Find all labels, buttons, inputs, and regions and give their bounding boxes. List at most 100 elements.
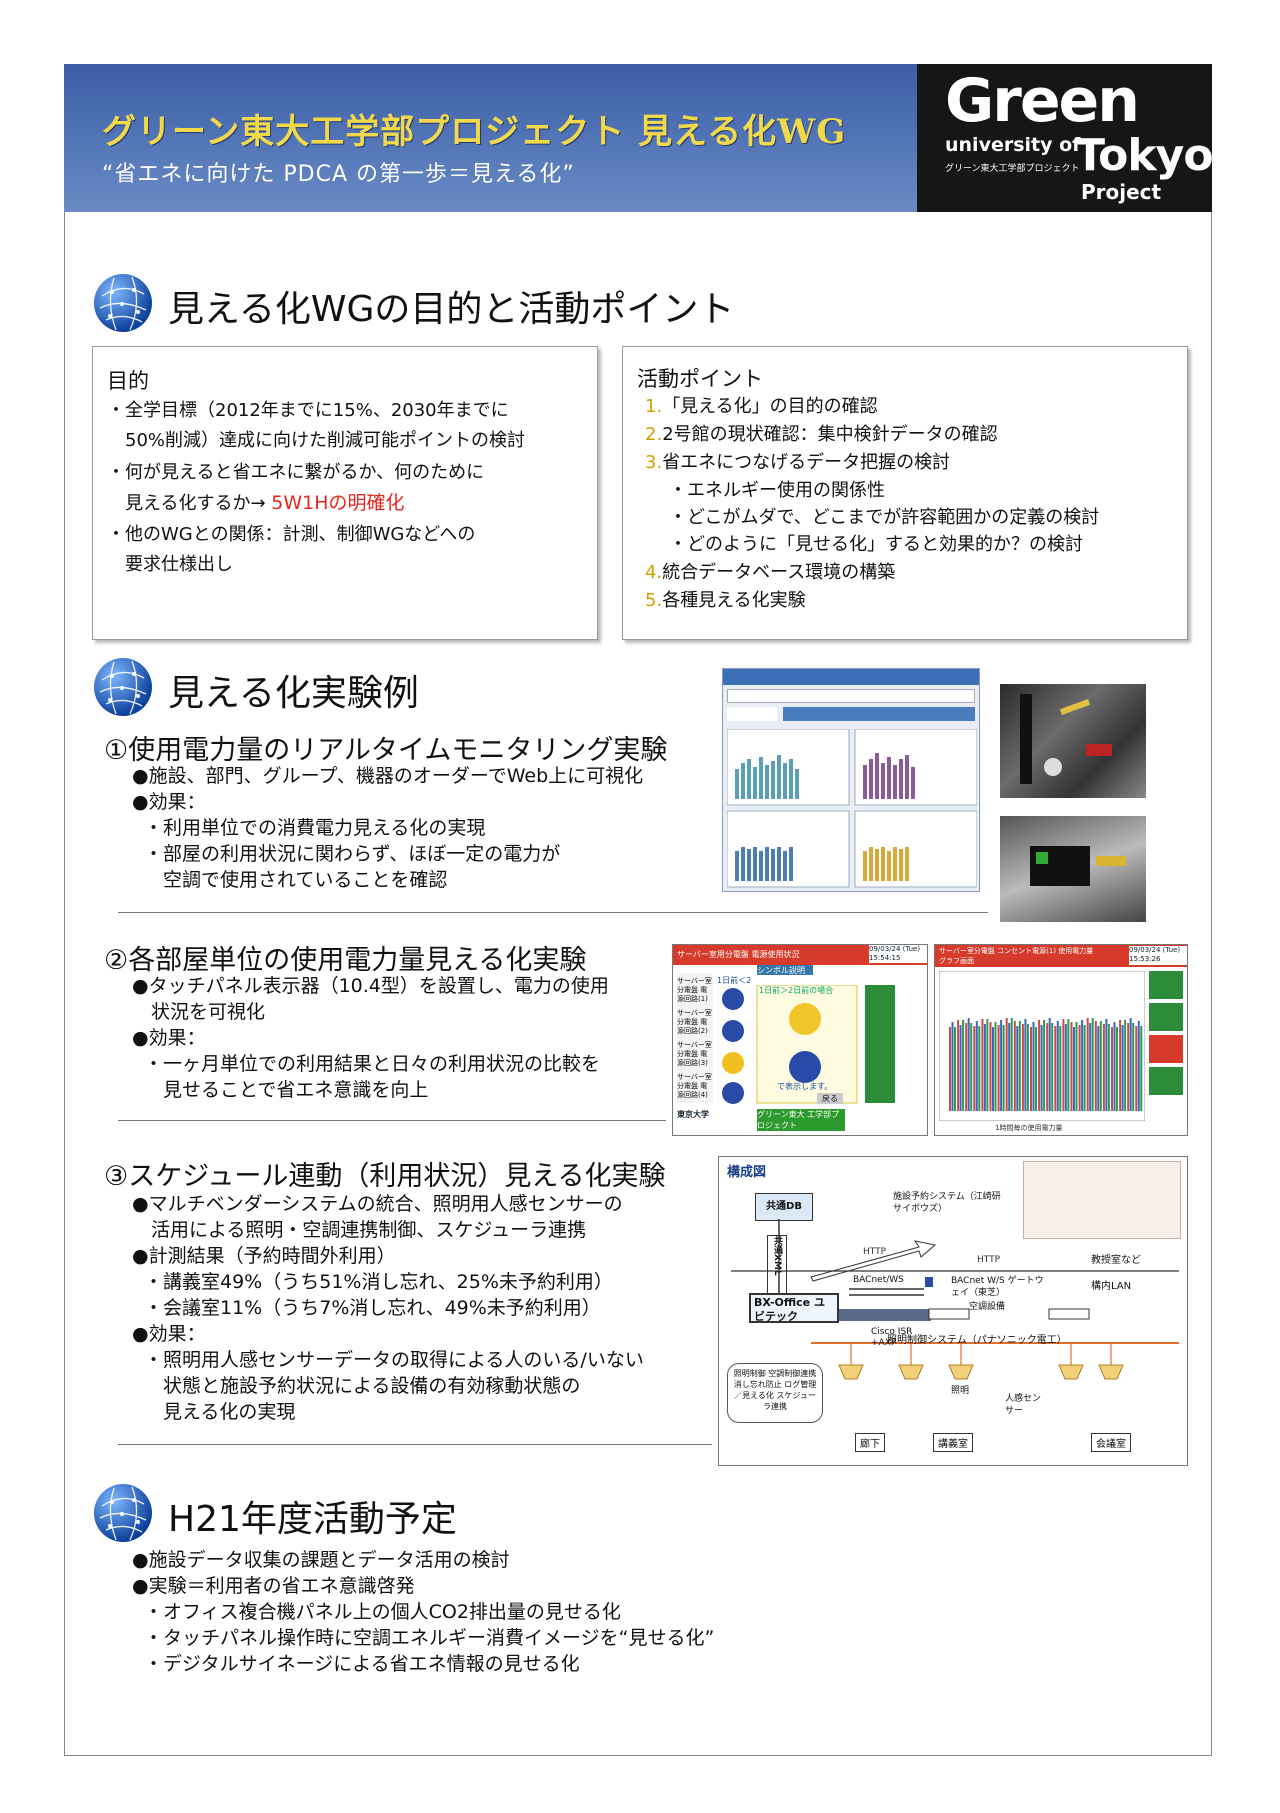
purpose-line: 見える化するか→ 5W1Hの明確化 — [107, 491, 405, 516]
experiment-3-line: ●効果： — [132, 1323, 206, 1345]
graph-bar — [1035, 1027, 1037, 1111]
graph-bar — [975, 1021, 978, 1111]
graph-bar — [1005, 1018, 1008, 1111]
experiment-2-title: ②各部屋単位の使用電力量見える化実験 — [104, 945, 587, 976]
panel-title: サーバー室分電盤 コンセント電源(1) 使用電力量 グラフ画面 — [939, 947, 1094, 965]
graph-bar — [1016, 1026, 1019, 1111]
experiment-2-line: ●タッチパネル表示器（10.4型）を設置し、電力の使用 — [132, 975, 609, 997]
graph-bar — [1111, 1027, 1113, 1111]
point-subitem: ・どのように「見せる化」すると効果的か？の検討 — [669, 534, 1083, 555]
point-text: 「見える化」の目的の確認 — [662, 396, 878, 417]
divider — [118, 1120, 666, 1121]
plan-line: ・オフィス複合機パネル上の個人CO2排出量の見せる化 — [144, 1601, 621, 1623]
room-label: 廊下 — [855, 1433, 885, 1452]
experiment-3-line: ・講義室49%（うち51%消し忘れ、25%未予約利用） — [144, 1271, 613, 1293]
globe-icon — [94, 658, 152, 716]
point-num: 3. — [645, 452, 663, 473]
graph-bar — [989, 1022, 992, 1111]
experiment-1-line: 空調で使用されていることを確認 — [144, 869, 448, 891]
section-title: 見える化WGの目的と活動ポイント — [168, 289, 735, 330]
back-button[interactable]: 戻る — [817, 1093, 843, 1104]
graph-bar — [957, 1020, 960, 1111]
experiment-3-line: ・照明用人感センサーデータの取得による人のいる/いない — [144, 1349, 644, 1371]
point-num: 1. — [645, 396, 663, 417]
purpose-title: 目的 — [107, 369, 149, 393]
graph-bar — [1002, 1025, 1005, 1111]
graph-bar — [1018, 1021, 1021, 1111]
point-item: 3.省エネにつなげるデータ把握の検討 — [645, 451, 950, 475]
graph-bar — [1097, 1026, 1100, 1111]
experiment-3-line: ●計測結果（予約時間外利用） — [132, 1245, 396, 1267]
face-indicators — [722, 985, 895, 1104]
graph-bar — [1040, 1025, 1043, 1111]
graph-bar — [1119, 1020, 1122, 1111]
cisco-label: Cisco ISR +AXP — [871, 1327, 913, 1348]
graph-bar — [1099, 1021, 1102, 1111]
graph-bar — [1121, 1025, 1124, 1111]
graph-bar — [1091, 1018, 1094, 1111]
panel-logo-text: グリーン東大 工学部プロジェクト — [757, 1109, 845, 1131]
experiment-2-line: 状況を可視化 — [132, 1001, 266, 1023]
graph-bar — [1008, 1023, 1011, 1111]
globe-icon — [94, 1484, 152, 1542]
experiment-3-line: 見える化の実現 — [144, 1401, 296, 1423]
graph-bar — [1062, 1019, 1065, 1111]
graph-bar — [1059, 1026, 1062, 1111]
graph-bar — [1113, 1022, 1116, 1111]
plan-line: ●施設データ収集の課題とデータ活用の検討 — [132, 1549, 510, 1571]
green-tokyo-logo: Green university of Tokyo グリーン東大工学部プロジェク… — [917, 64, 1214, 212]
logo-jp: グリーン東大工学部プロジェクト — [945, 164, 1080, 174]
graph-bar — [1135, 1026, 1138, 1111]
panel-note: で表示します。 — [777, 1082, 833, 1091]
graph-bar — [1086, 1018, 1089, 1111]
panel-row-label: サーバー室 分電盤 電源回路(3) — [677, 1041, 712, 1067]
point-num: 2. — [645, 424, 663, 445]
graph-bar — [983, 1024, 986, 1111]
sensor-label: 人感センサー — [1005, 1394, 1042, 1416]
experiment-3-line: ●マルチベンダーシステムの統合、照明用人感センサーの — [132, 1193, 623, 1215]
graph-bar — [1089, 1023, 1092, 1111]
http-label: HTTP — [863, 1247, 887, 1257]
graph-bar — [1116, 1027, 1118, 1111]
logo-project: Project — [1081, 180, 1162, 204]
purpose-line-text: 見える化するか→ — [107, 493, 272, 514]
experiment-1-line: ●効果： — [132, 791, 206, 813]
graph-bar — [1051, 1023, 1054, 1111]
gateway-label: BACnet W/S ゲートウェイ（東芝） — [951, 1276, 1044, 1298]
room-label: 会議室 — [1091, 1433, 1131, 1452]
panel-row-label: サーバー室 分電盤 電源回路(1) — [677, 977, 712, 1003]
architecture-diagram: 構成図 共通DB 共通XML HTTP HTTP BACnet/WS BX-Of… — [718, 1156, 1188, 1466]
point-num: 5. — [645, 590, 663, 611]
point-item: 5.各種見える化実験 — [645, 589, 806, 613]
graph-bar — [994, 1022, 997, 1111]
graph-bar — [959, 1025, 962, 1111]
graph-bar — [1048, 1018, 1051, 1111]
graph-bar — [967, 1018, 970, 1111]
room-label: 講義室 — [933, 1433, 973, 1452]
purpose-line: ・全学目標（2012年までに15%、2030年までに — [107, 400, 509, 421]
classroom-label: 教授室など — [1091, 1255, 1141, 1266]
experiment-2-line: ●効果： — [132, 1027, 206, 1049]
diagram-connections — [731, 1219, 1179, 1380]
graph-bar — [973, 1026, 976, 1111]
logo-tokyo: Tokyo — [1075, 130, 1214, 181]
lighting-system-label: 照明制御システム（パナソニック電工） — [887, 1335, 1067, 1346]
purpose-highlight: 5W1Hの明確化 — [271, 492, 405, 514]
purpose-line: 50%削減）達成に向けた削減可能ポイントの検討 — [107, 430, 526, 451]
point-item: 1.「見える化」の目的の確認 — [645, 395, 878, 419]
touch-panel-graph: サーバー室分電盤 コンセント電源(1) 使用電力量 グラフ画面 09/03/24… — [934, 944, 1188, 1136]
experiment-3-line: 活用による照明・空調連携制御、スケジューラ連携 — [132, 1219, 587, 1241]
graph-bar — [992, 1027, 994, 1111]
graph-bar — [1024, 1019, 1027, 1111]
graph-bar — [981, 1019, 984, 1111]
points-box: 活動ポイント 1.「見える化」の目的の確認 2.2号館の現状確認：集中検針データ… — [622, 346, 1188, 640]
graph-bar — [951, 1022, 954, 1111]
panel-note: 1日前＞2日前の場合 — [759, 986, 834, 995]
section-heading-plan: H21年度活動予定 — [92, 1482, 612, 1548]
shared-db-box: 共通DB — [755, 1193, 813, 1221]
graph-bar — [1067, 1019, 1070, 1111]
web-monitor-screenshot — [722, 668, 980, 892]
graph-bar — [986, 1019, 989, 1111]
section-title: H21年度活動予定 — [168, 1499, 457, 1540]
experiment-1-line: ・利用単位での消費電力見える化の実現 — [144, 817, 486, 839]
